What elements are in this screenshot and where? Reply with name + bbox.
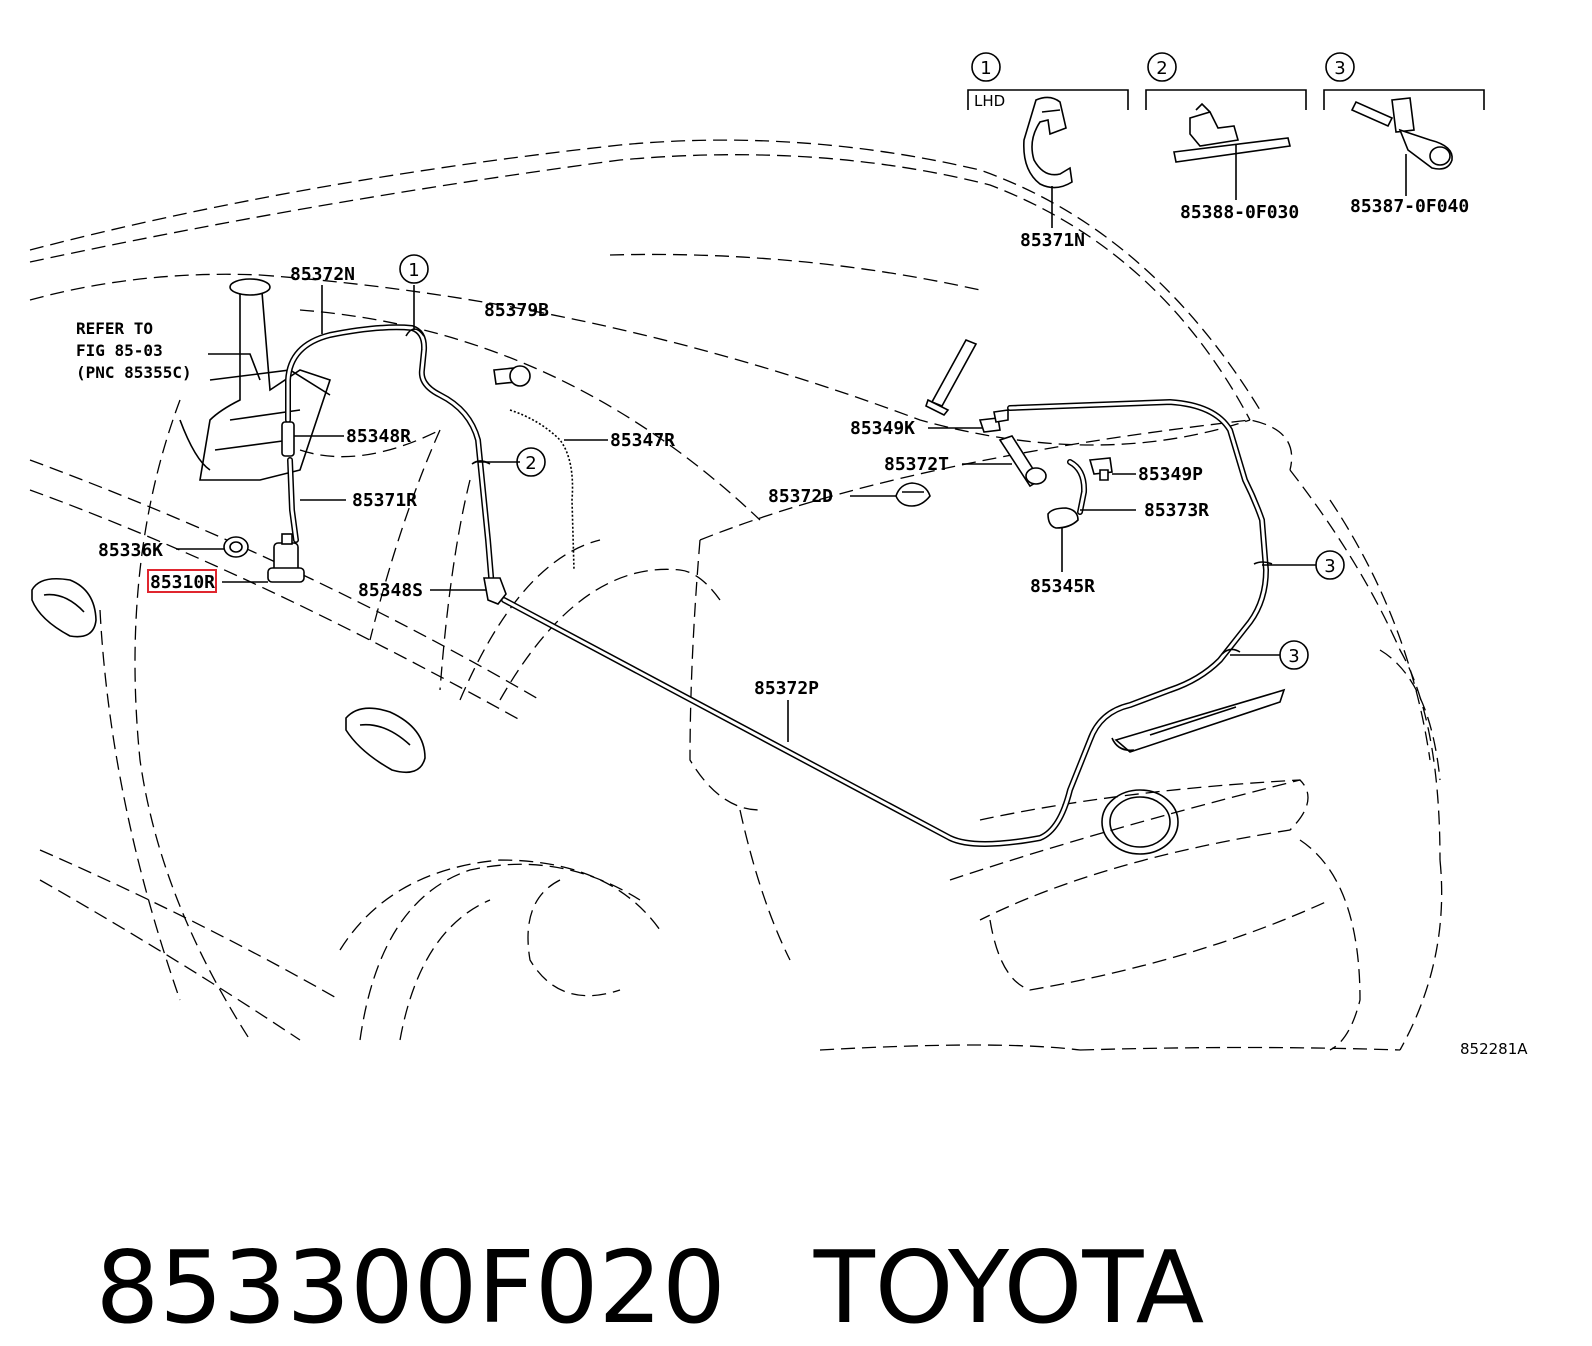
hose-85372T <box>998 435 1047 488</box>
grommet-85336K <box>223 536 249 558</box>
inset-3: 3 85387-0F040 <box>1323 52 1485 217</box>
callout-1: 1 <box>399 254 429 284</box>
svg-text:3: 3 <box>1324 556 1335 577</box>
svg-text:2: 2 <box>1156 58 1167 79</box>
svg-text:1: 1 <box>980 58 991 79</box>
joint-85349K <box>978 409 1009 433</box>
joint-85348R <box>281 421 295 457</box>
label-85373R: 85373R <box>1144 500 1209 521</box>
label-85387-0F040: 85387-0F040 <box>1350 196 1469 217</box>
inset-lhd-label: LHD <box>974 92 1005 110</box>
label-85388-0F030: 85388-0F030 <box>1180 202 1299 223</box>
label-85345R: 85345R <box>1030 576 1095 597</box>
footer-part-number: 853300F020 <box>95 1229 726 1346</box>
hose-85372N <box>285 324 495 591</box>
figure-id: 852281A <box>1460 1040 1528 1058</box>
label-85372P: 85372P <box>754 678 819 699</box>
leader-lines <box>176 285 1316 742</box>
nozzle-85345R <box>1047 507 1079 529</box>
vehicle-outline <box>29 139 1443 1051</box>
label-85372N: 85372N <box>290 264 355 285</box>
label-85347R: 85347R <box>610 430 675 451</box>
label-85372T: 85372T <box>884 454 949 475</box>
svg-text:3: 3 <box>1288 646 1299 667</box>
clamp-85388-icon <box>1173 102 1291 163</box>
label-85372D: 85372D <box>768 486 833 507</box>
reference-note: REFER TO FIG 85-03 (PNC 85355C) <box>76 319 192 382</box>
callout-2: 2 <box>516 447 546 477</box>
clamp-85387-icon <box>1350 97 1453 170</box>
clip-85371N-icon <box>1023 96 1073 189</box>
door-handle-front <box>31 577 97 638</box>
hose-85372P <box>501 398 1270 847</box>
footer-brand: TOYOTA <box>813 1229 1205 1346</box>
label-85310R: 85310R <box>150 572 215 593</box>
highlight-box <box>147 569 217 593</box>
rear-wiper-antenna <box>925 338 978 417</box>
svg-text:(PNC 85355C): (PNC 85355C) <box>76 363 192 382</box>
hose-85373R <box>1067 459 1088 515</box>
label-85348R: 85348R <box>346 426 411 447</box>
label-85371N: 85371N <box>1020 230 1085 251</box>
washer-tank <box>179 278 332 481</box>
label-85349P: 85349P <box>1138 464 1203 485</box>
hose-85347R <box>509 409 575 571</box>
label-85349K: 85349K <box>850 418 915 439</box>
inset-1: 1 LHD 85371N <box>967 52 1129 251</box>
label-85371R: 85371R <box>352 490 417 511</box>
svg-text:2: 2 <box>525 453 536 474</box>
grommet-85372D <box>895 482 931 507</box>
footer-caption: 853300F020 TOYOTA <box>32 1138 1205 1346</box>
label-85336K: 85336K <box>98 540 163 561</box>
clip-85379B <box>493 365 531 387</box>
hose-clip-marks <box>405 328 1273 655</box>
label-85379B: 85379B <box>484 300 549 321</box>
rear-emblem <box>1101 789 1179 855</box>
rear-wiper-arm <box>1111 688 1286 753</box>
joint-85349P <box>1088 457 1113 481</box>
washer-pump <box>267 533 305 583</box>
label-85348S: 85348S <box>358 580 423 601</box>
hose-85371R <box>287 457 299 543</box>
callout-3-upper: 3 <box>1315 550 1345 580</box>
inset-2: 2 85388-0F030 <box>1145 52 1307 223</box>
parts-diagram: 1 2 3 3 85372N 85379B 85348R 85347R 8537… <box>29 52 1528 1058</box>
door-handle-rear <box>345 707 426 774</box>
svg-text:1: 1 <box>408 260 419 281</box>
callout-3-lower: 3 <box>1279 640 1309 670</box>
svg-text:3: 3 <box>1334 58 1345 79</box>
svg-text:REFER TO: REFER TO <box>76 319 153 338</box>
svg-text:FIG 85-03: FIG 85-03 <box>76 341 163 360</box>
joint-85348S <box>483 577 507 605</box>
